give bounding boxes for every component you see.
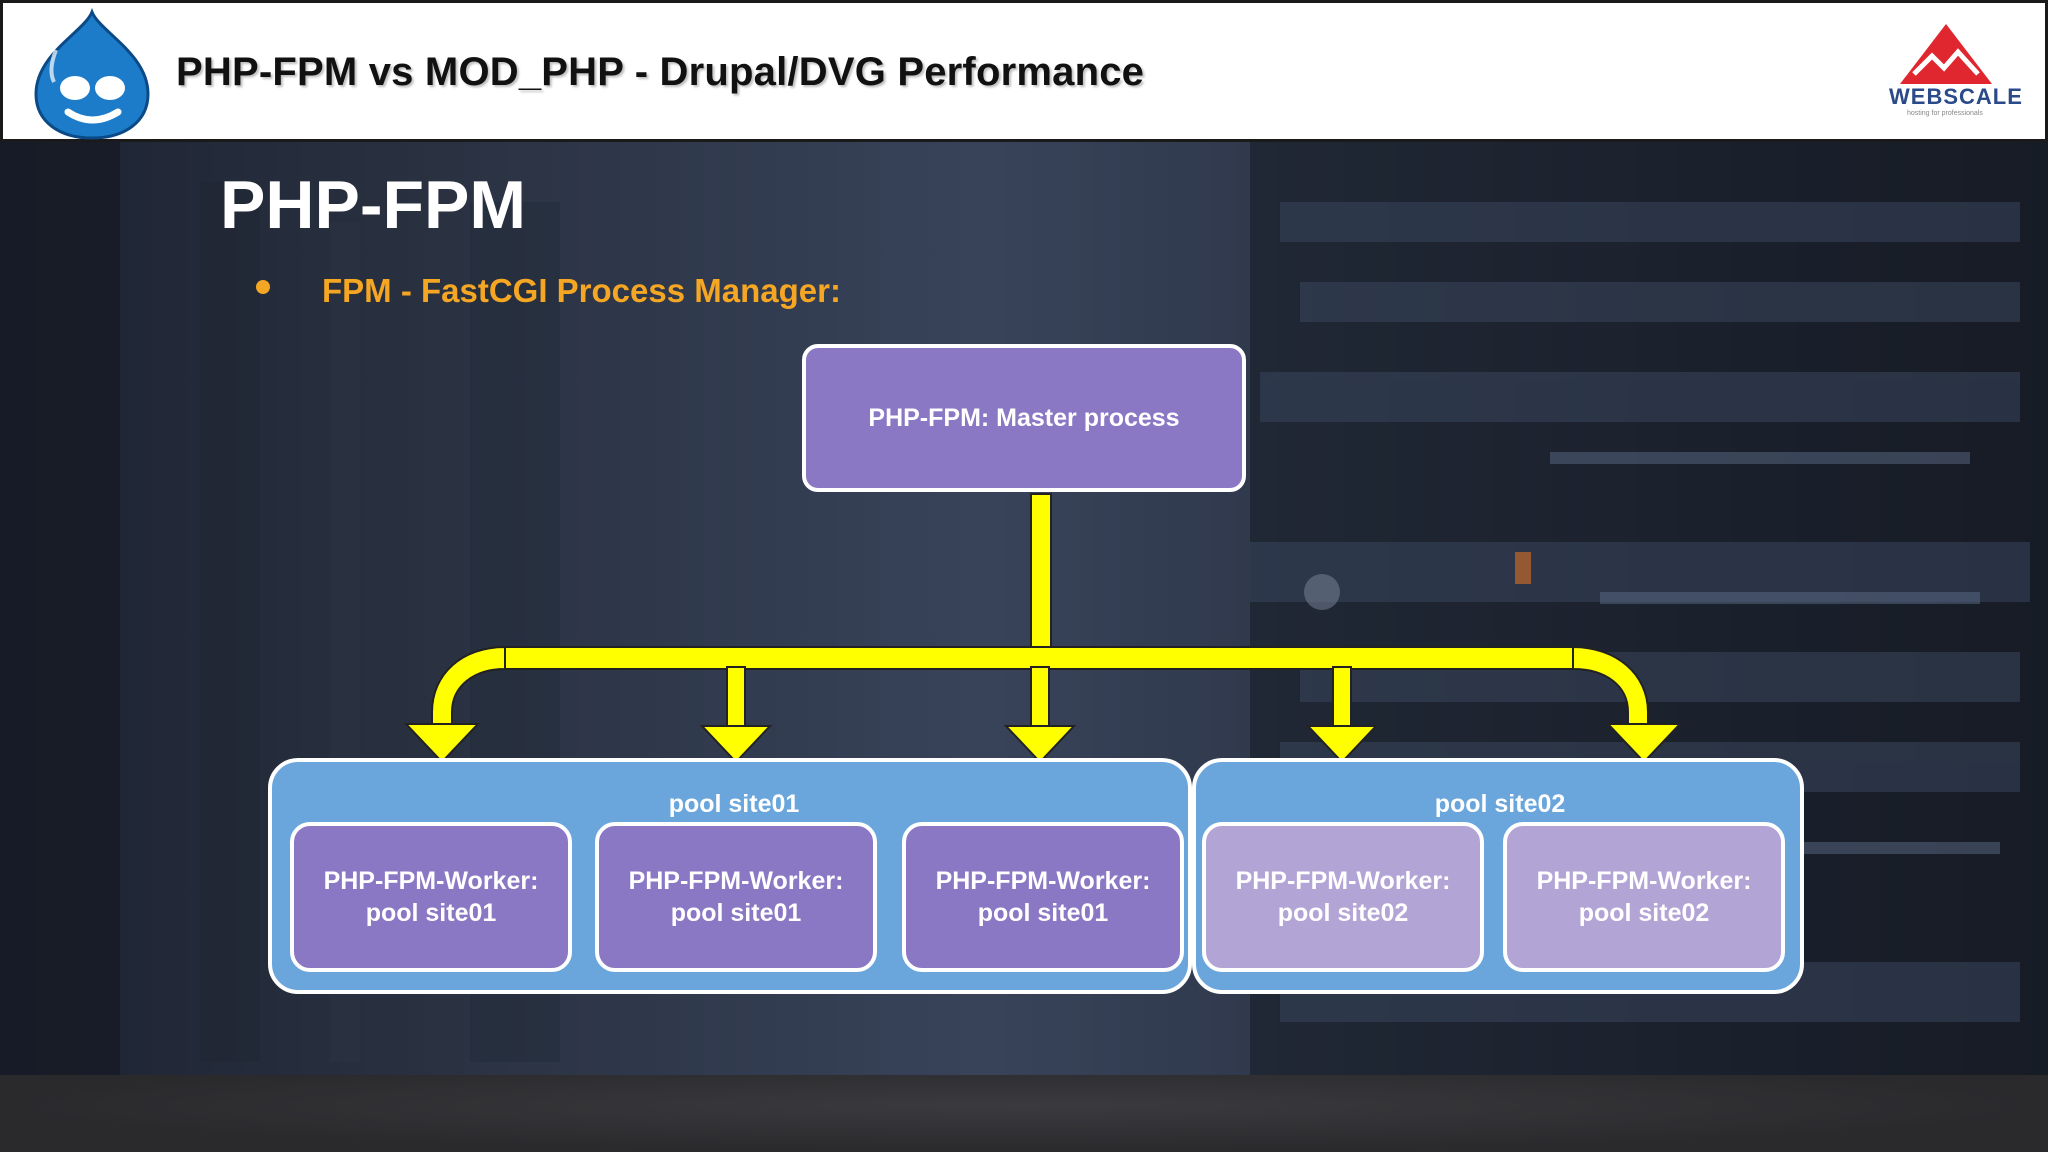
server-rack-background [0, 142, 2048, 1075]
webscale-wordmark: WEBSCALE [1889, 84, 2023, 109]
worker-pool: pool site02 [1277, 899, 1409, 927]
slide-title: PHP-FPM [220, 167, 526, 243]
webscale-tagline: hosting for professionals [1907, 110, 1983, 117]
worker-label: PHP-FPM-Worker: [628, 867, 844, 895]
master-process-box: PHP-FPM: Master process [802, 344, 1246, 492]
worker-label: PHP-FPM-Worker: [1536, 867, 1752, 895]
webscale-mountain-icon [1900, 24, 1992, 84]
worker-label: PHP-FPM-Worker: [935, 867, 1151, 895]
bottom-band [0, 1075, 2048, 1152]
right-curve [1572, 645, 1649, 727]
horizontal-bus [504, 646, 1574, 670]
stem-worker-3 [1030, 666, 1050, 730]
trunk-connector [1030, 493, 1052, 655]
worker-box-2: PHP-FPM-Worker: pool site01 [595, 822, 877, 972]
stem-worker-2 [726, 666, 746, 730]
pool-site02-label: pool site02 [1434, 790, 1566, 818]
bullet-text: FPM - FastCGI Process Manager: [322, 272, 841, 309]
arrow-worker-4 [1305, 725, 1379, 764]
worker-box-4: PHP-FPM-Worker: pool site02 [1202, 822, 1484, 972]
worker-pool: pool site02 [1578, 899, 1710, 927]
header-title: PHP-FPM vs MOD_PHP - Drupal/DVG Performa… [176, 50, 1145, 94]
drupal-drop-icon [34, 8, 150, 140]
worker-label: PHP-FPM-Worker: [1235, 867, 1451, 895]
worker-box-1: PHP-FPM-Worker: pool site01 [290, 822, 572, 972]
stem-worker-4 [1332, 666, 1352, 730]
left-curve [431, 645, 506, 727]
worker-pool: pool site01 [365, 899, 497, 927]
worker-pool: pool site01 [670, 899, 802, 927]
worker-pool: pool site01 [977, 899, 1109, 927]
arrow-worker-5 [1605, 723, 1683, 764]
arrow-group [403, 493, 1683, 764]
bullet-dot-icon [256, 280, 270, 294]
header-bar [0, 0, 2048, 142]
worker-label: PHP-FPM-Worker: [323, 867, 539, 895]
master-process-label: PHP-FPM: Master process [868, 403, 1180, 432]
arrow-worker-1 [403, 723, 481, 764]
arrow-worker-3 [1003, 725, 1077, 764]
pool-site01-label: pool site01 [668, 790, 800, 818]
worker-box-5: PHP-FPM-Worker: pool site02 [1503, 822, 1785, 972]
arrow-worker-2 [699, 725, 773, 764]
worker-box-3: PHP-FPM-Worker: pool site01 [902, 822, 1184, 972]
